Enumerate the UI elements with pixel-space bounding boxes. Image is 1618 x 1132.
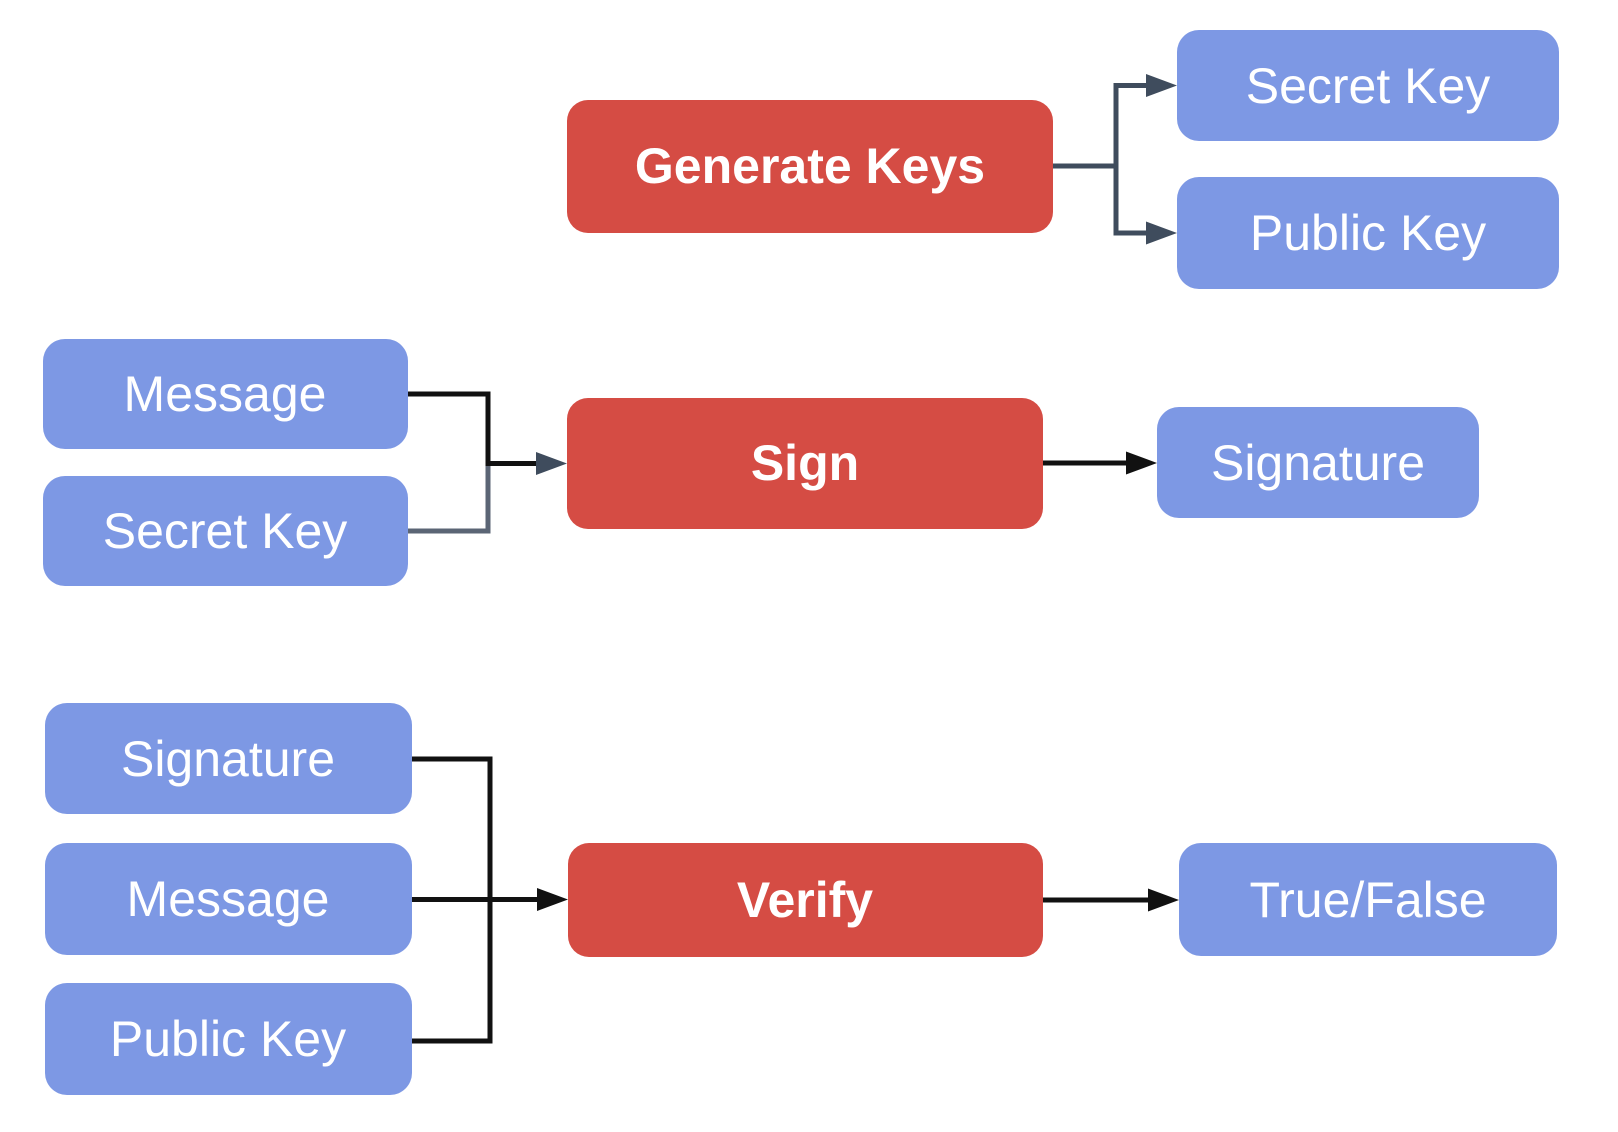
edge-to-secret-key-arrowhead-icon (1146, 74, 1177, 97)
secret-key-output-node: Secret Key (1177, 30, 1559, 141)
edge-to-public-key-arrowhead-icon (1146, 221, 1177, 245)
signature-output-node: Signature (1157, 407, 1479, 518)
signature-input-verify-box (45, 703, 412, 814)
message-input-sign-box (43, 339, 408, 449)
public-key-output-node: Public Key (1177, 177, 1559, 289)
signature-output-label: Signature (1211, 435, 1425, 491)
public-key-output-label: Public Key (1250, 205, 1486, 261)
edge-sign-input-arrowhead-icon (536, 452, 567, 475)
signature-input-verify-label: Signature (121, 731, 335, 787)
public-key-input-verify-node: Public Key (45, 983, 412, 1095)
public-key-output-box (1177, 177, 1559, 289)
edge-public-key-to-verify (409, 897, 493, 1044)
message-input-sign-node: Message (43, 339, 408, 449)
generate-keys-node: Generate Keys (567, 100, 1053, 233)
sign-label: Sign (751, 435, 859, 491)
generate-keys-box (567, 100, 1053, 233)
sign-node: Sign (567, 398, 1043, 529)
message-input-verify-box (45, 843, 412, 955)
edge-secret-key-to-sign (405, 463, 491, 534)
keygen-row: Generate Keys Secret Key Public Key (567, 30, 1559, 289)
message-input-verify-label: Message (127, 871, 330, 927)
sign-box (567, 398, 1043, 529)
signature-output-box (1157, 407, 1479, 518)
signature-input-verify-node: Signature (45, 703, 412, 814)
truefalse-output-node: True/False (1179, 843, 1557, 956)
secret-key-output-label: Secret Key (1246, 58, 1491, 114)
edge-sign-to-signature-arrowhead-icon (1126, 451, 1157, 475)
message-input-sign-label: Message (124, 366, 327, 422)
verify-label: Verify (737, 872, 873, 928)
edge-signature-to-verify (409, 756, 493, 902)
verify-box (568, 843, 1043, 957)
public-key-input-verify-box (45, 983, 412, 1095)
edge-message-to-sign (405, 391, 491, 466)
truefalse-output-label: True/False (1249, 872, 1486, 928)
secret-key-input-sign-box (43, 476, 408, 586)
edges-layer (405, 74, 1179, 1044)
secret-key-input-sign-node: Secret Key (43, 476, 408, 586)
truefalse-output-box (1179, 843, 1557, 956)
secret-key-output-box (1177, 30, 1559, 141)
verify-row: Signature Message Public Key Verify True… (45, 703, 1557, 1095)
public-key-input-verify-label: Public Key (110, 1011, 346, 1067)
verify-node: Verify (568, 843, 1043, 957)
edge-verify-input-arrowhead-icon (537, 888, 568, 911)
generate-keys-label: Generate Keys (635, 138, 985, 194)
secret-key-input-sign-label: Secret Key (103, 503, 348, 559)
sign-row: Message Secret Key Sign Signature (43, 339, 1479, 586)
message-input-verify-node: Message (45, 843, 412, 955)
edge-verify-to-truefalse-arrowhead-icon (1148, 888, 1179, 912)
